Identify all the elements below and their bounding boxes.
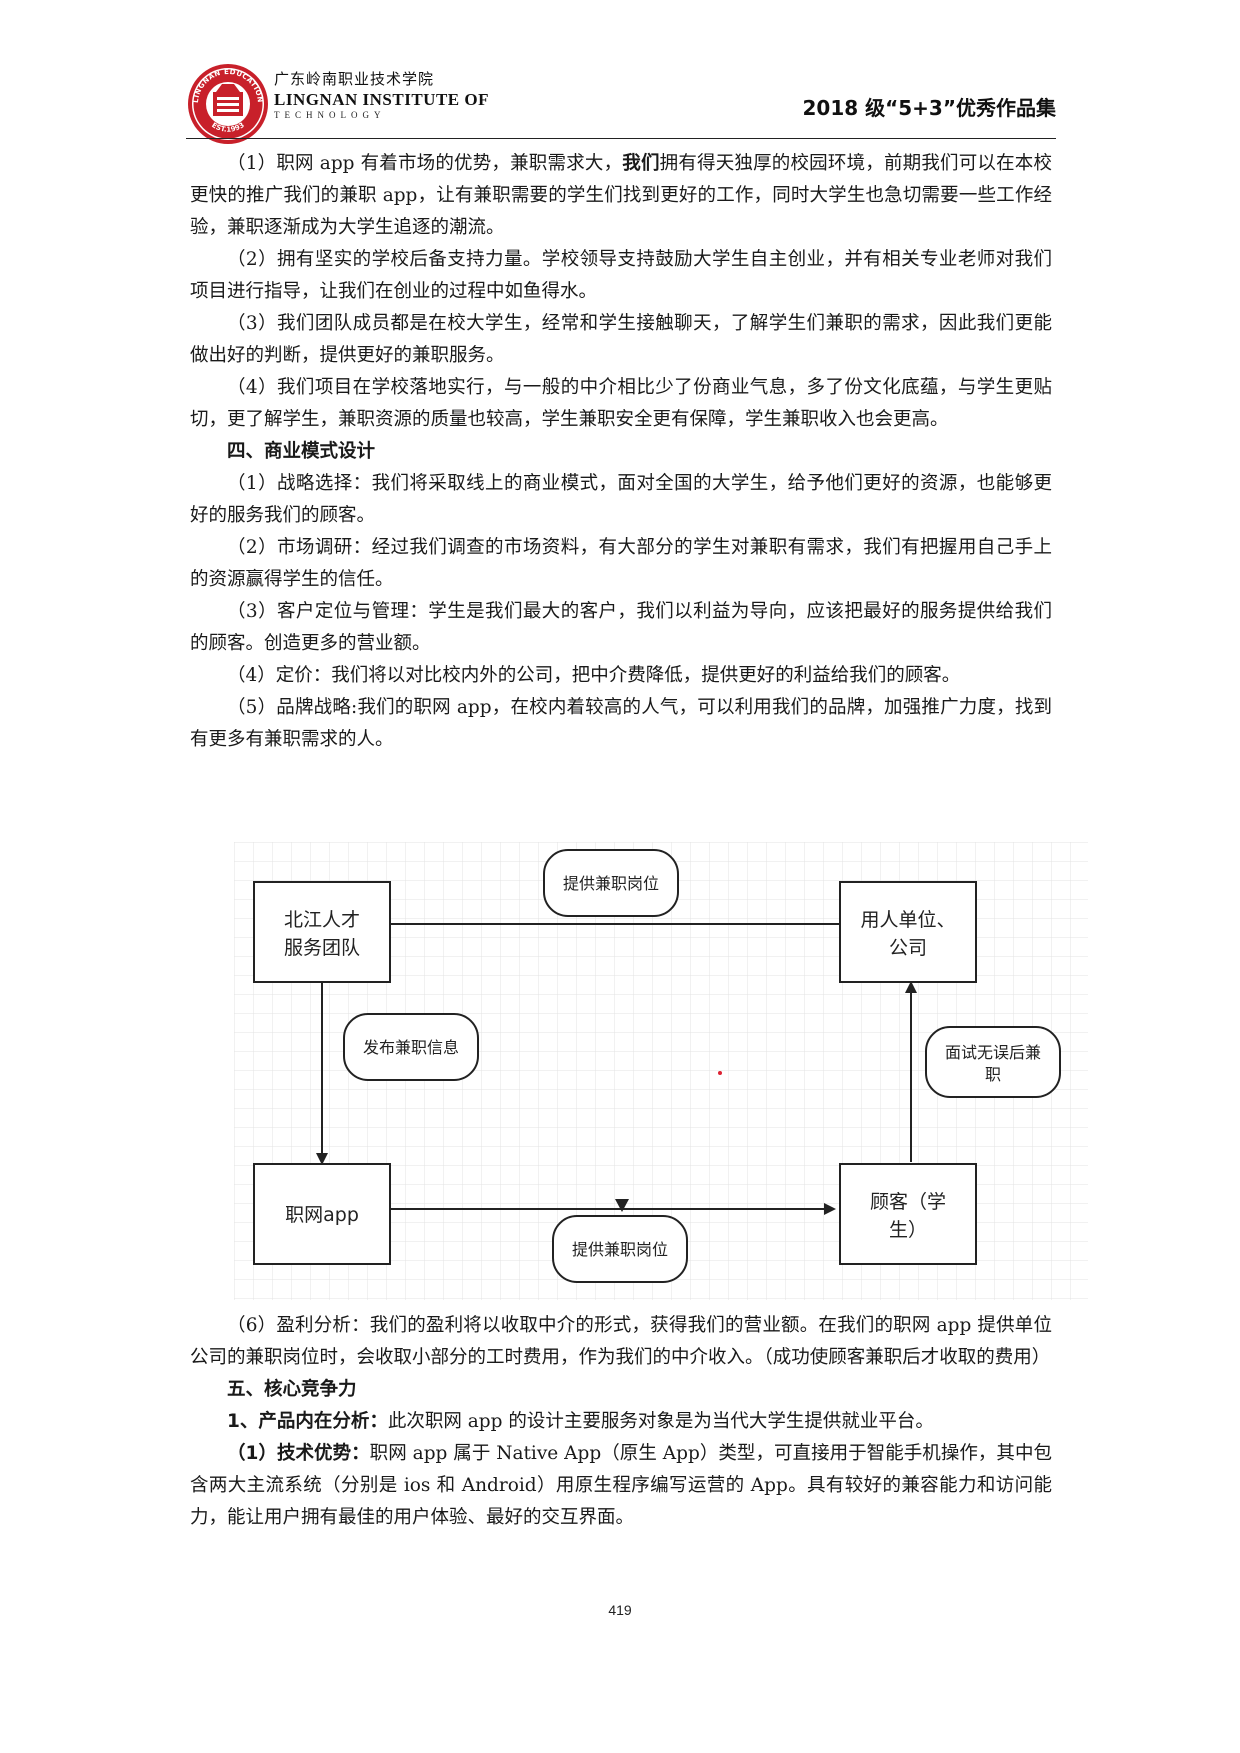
section-4-item-1: （1）战略选择：我们将采取线上的商业模式，面对全国的大学生，给予他们更好的资源，… [190, 473, 1052, 526]
page-header: LINGNAN EDUCATION EST.1993 广东岭南职业技术学院 LI… [186, 62, 1056, 144]
label-left-text: 发布兼职信息 [363, 1038, 459, 1057]
node-team: 北江人才 服务团队 [253, 881, 391, 983]
label-bottom: 提供兼职岗位 [552, 1215, 688, 1283]
point-1a-title: （1）技术优势： [227, 1443, 370, 1464]
header-divider [186, 138, 1056, 139]
point-1-title: 1、产品内在分析： [227, 1411, 388, 1432]
node-employer-line-2: 公司 [889, 937, 927, 959]
node-employer-line-1: 用人单位、 [860, 909, 955, 931]
label-bottom-text: 提供兼职岗位 [572, 1240, 668, 1259]
point-1a-text: 职网 app 属于 Native App（原生 App）类型，可直接用于智能手机… [190, 1443, 1053, 1528]
paragraph-1-bold: 我们 [622, 153, 660, 174]
institute-name: 广东岭南职业技术学院 LINGNAN INSTITUTE OF TECHNOLO… [274, 68, 489, 120]
node-app-label: 职网app [285, 1204, 359, 1226]
label-top: 提供兼职岗位 [543, 849, 679, 917]
stray-dot [718, 1071, 722, 1075]
paragraph-3: （3）我们团队成员都是在校大学生，经常和学生接触聊天，了解学生们兼职的需求，因此… [190, 313, 1052, 366]
paragraph-1-pre: （1）职网 app 有着市场的优势，兼职需求大， [227, 153, 623, 174]
paragraph-4: （4）我们项目在学校落地实行，与一般的中介相比少了份商业气息，多了份文化底蕴，与… [190, 377, 1052, 430]
business-flow-diagram: 北江人才 服务团队 用人单位、 公司 职网app 顾客（学 生） 提供兼职岗位 … [234, 842, 1088, 1300]
institute-name-en-sub: TECHNOLOGY [274, 110, 386, 120]
node-employer: 用人单位、 公司 [839, 881, 977, 983]
point-1-text: 此次职网 app 的设计主要服务对象是为当代大学生提供就业平台。 [387, 1411, 934, 1432]
label-top-text: 提供兼职岗位 [563, 874, 659, 893]
flow-diagram-svg: 北江人才 服务团队 用人单位、 公司 职网app 顾客（学 生） 提供兼职岗位 … [234, 842, 1088, 1300]
paragraph-1: （1）职网 app 有着市场的优势，兼职需求大，我们拥有得天独厚的校园环境，前期… [190, 148, 1052, 244]
label-right: 面试无误后兼 职 [925, 1026, 1061, 1098]
section-4-item-3: （3）客户定位与管理：学生是我们最大的客户，我们以利益为导向，应该把最好的服务提… [190, 601, 1052, 654]
section-5-point-1a: （1）技术优势：职网 app 属于 Native App（原生 App）类型，可… [190, 1438, 1052, 1534]
section-5-heading: 五、核心竞争力 [227, 1379, 357, 1400]
node-customer-line-2: 生） [889, 1219, 927, 1241]
section-4-item-5: （5）品牌战略:我们的职网 app，在校内着较高的人气，可以利用我们的品牌，加强… [190, 697, 1052, 750]
paragraph-1-post: 拥有得天独厚的校园环境，前期我们可以在本校更快的推广我们的兼职 app，让有兼职… [190, 153, 1052, 238]
section-4-item-6: （6）盈利分析：我们的盈利将以收取中介的形式，获得我们的营业额。在我们的职网 a… [190, 1315, 1052, 1368]
node-customer-line-1: 顾客（学 [870, 1191, 946, 1213]
collection-title: 2018 级“5+3”优秀作品集 [802, 96, 1056, 120]
institute-name-cn: 广东岭南职业技术学院 [274, 70, 435, 88]
body-text-top: （1）职网 app 有着市场的优势，兼职需求大，我们拥有得天独厚的校园环境，前期… [190, 148, 1052, 756]
page-number: 419 [608, 1602, 632, 1618]
node-team-line-1: 北江人才 [284, 909, 360, 931]
section-5-point-1: 1、产品内在分析：此次职网 app 的设计主要服务对象是为当代大学生提供就业平台… [190, 1406, 1052, 1438]
institute-name-en: LINGNAN INSTITUTE OF [274, 90, 489, 109]
label-right-line-2: 职 [985, 1065, 1001, 1084]
label-left: 发布兼职信息 [343, 1013, 479, 1081]
section-4-heading: 四、商业模式设计 [227, 441, 376, 462]
section-4-item-4: （4）定价：我们将以对比校内外的公司，把中介费降低，提供更好的利益给我们的顾客。 [227, 665, 961, 686]
seal-text-bottom: EST.1993 [210, 121, 246, 134]
node-team-line-2: 服务团队 [284, 937, 360, 959]
svg-text:EST.1993: EST.1993 [210, 121, 246, 134]
body-text-bottom: （6）盈利分析：我们的盈利将以收取中介的形式，获得我们的营业额。在我们的职网 a… [190, 1310, 1052, 1534]
section-4-item-2: （2）市场调研：经过我们调查的市场资料，有大部分的学生对兼职有需求，我们有把握用… [190, 537, 1052, 590]
paragraph-2: （2）拥有坚实的学校后备支持力量。学校领导支持鼓励大学生自主创业，并有相关专业老… [190, 249, 1052, 302]
midpoint-marker [615, 1199, 629, 1212]
node-customer: 顾客（学 生） [839, 1163, 977, 1265]
node-app: 职网app [253, 1163, 391, 1265]
institute-seal-logo: LINGNAN EDUCATION EST.1993 [188, 64, 268, 144]
label-right-line-1: 面试无误后兼 [945, 1043, 1041, 1062]
